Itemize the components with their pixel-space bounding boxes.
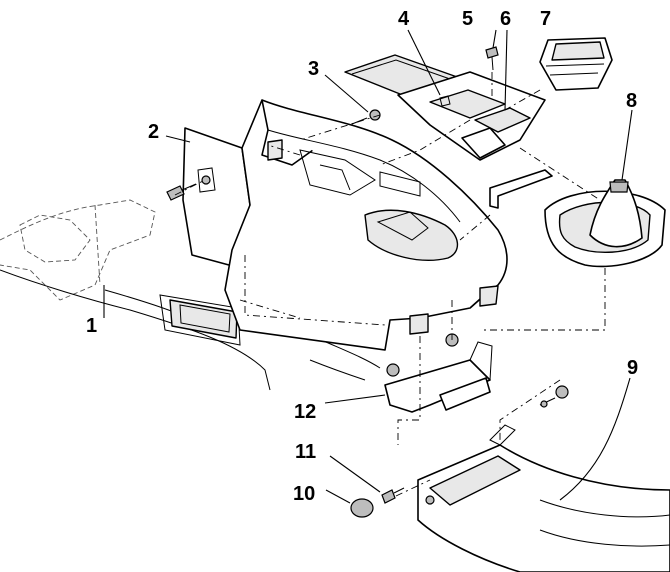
shift-boot [544,179,666,268]
callout-5: 5 [462,8,473,30]
callout-2: 2 [148,121,159,143]
callout-labels: 1 2 3 4 5 6 7 8 9 10 11 12 [86,8,638,505]
support-bracket [489,169,553,209]
callout-10: 10 [293,483,315,505]
callout-3: 3 [308,58,319,80]
floor-panel [0,199,381,391]
rear-cover [417,424,670,572]
assembly-lines [174,72,606,497]
callout-11: 11 [295,441,316,463]
mounting-bracket [384,333,493,413]
screw-5 [485,46,499,71]
callout-7: 7 [540,8,551,30]
callout-8: 8 [626,90,637,112]
console-body [224,99,508,351]
trim-cap [350,498,374,518]
callout-9: 9 [627,357,638,379]
leader-lines [103,29,633,504]
callout-12: 12 [294,401,316,423]
storage-tray [397,71,546,161]
clip-fastener [539,385,569,408]
small-screw [381,487,405,504]
callout-6: 6 [500,8,511,30]
panel-screw [166,183,197,201]
screw-3 [351,109,381,125]
callout-4: 4 [398,8,410,30]
cup-insert [539,37,613,91]
callout-1: 1 [86,315,97,337]
